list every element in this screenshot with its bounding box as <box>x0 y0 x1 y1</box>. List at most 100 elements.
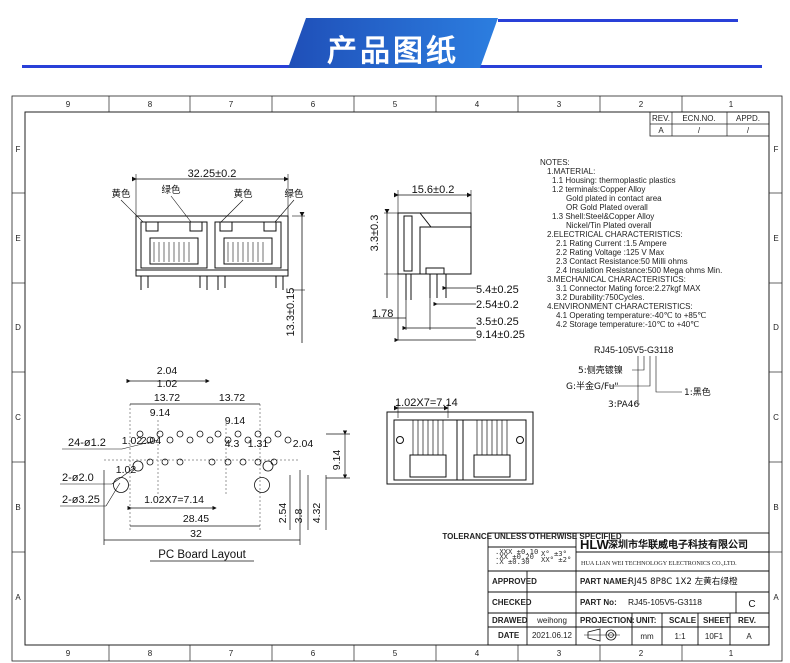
front-width-dim: 32.25±0.2 <box>188 168 237 180</box>
unit-label: UNIT: <box>636 616 656 625</box>
pcb-dim: 2.04 <box>141 435 162 447</box>
grid-letter: D <box>773 323 779 332</box>
rev-letter: C <box>748 599 755 610</box>
note-line: 2.2 Rating Voltage :125 V Max <box>556 248 664 257</box>
led-label-yellow-left: 黄色 <box>111 188 131 200</box>
drawing-frame <box>11 95 783 662</box>
grid-number: 6 <box>311 100 316 109</box>
grid-number: 6 <box>311 649 316 658</box>
note-line: 4.1 Operating temperature:-40℃ to +85℃ <box>556 311 706 320</box>
banner: 产品图纸 <box>0 0 790 92</box>
side-dim-d: 3.5±0.25 <box>476 316 519 328</box>
grid-number: 8 <box>148 649 153 658</box>
pcb-dim: 1.31 <box>248 438 269 450</box>
note-line: 4.ENVIRONMENT CHARACTERISTICS: <box>547 302 693 311</box>
note-line: 3.2 Durability:750Cycles. <box>556 293 644 302</box>
scale-label: SCALE <box>669 616 697 625</box>
company-logo: HLW <box>580 537 610 552</box>
part-name-value: RJ45 8P8C 1X2 左黄右绿橙 <box>628 575 738 587</box>
note-line: 2.1 Rating Current :1.5 Ampere <box>556 239 667 248</box>
callout-1: 1:黑色 <box>684 386 711 398</box>
revision-table: REV. ECN.NO. APPD. A / / <box>649 111 770 137</box>
pcb-dim: 1.02 <box>116 464 137 476</box>
callout-3: 3:PA46 <box>608 400 639 410</box>
grid-zone-ticks <box>12 96 782 661</box>
scale-value: 1:1 <box>674 632 686 641</box>
grid-number: 5 <box>393 100 398 109</box>
side-dim-e: 9.14±0.25 <box>476 329 525 341</box>
pcb-dim: 1.02X7=7.14 <box>144 494 204 506</box>
led-label-green-left: 绿色 <box>161 184 181 196</box>
notes: NOTES: 1.MATERIAL: 1.1 Housing: thermopl… <box>540 158 722 329</box>
pcb-dim: 13.72 <box>154 392 180 404</box>
pcb-dim: 28.45 <box>183 513 209 525</box>
grid-letter: F <box>774 145 779 154</box>
note-line: 3.1 Connector Mating force:2.27kgf MAX <box>556 284 701 293</box>
part-no-value: RJ45-105V5-G3118 <box>628 597 702 607</box>
pcb-dim: 9.14 <box>331 450 343 471</box>
side-view: 15.6±0.2 3.3±0.3 5.4±0.25 <box>369 184 525 343</box>
pcb-dim: 13.72 <box>219 392 245 404</box>
grid-number: 8 <box>148 100 153 109</box>
grid-letters-right: F E D C B A <box>773 145 779 602</box>
pcb-dim: 2.04 <box>293 438 314 450</box>
bottom-view: 1.02X7=7.14 <box>386 397 534 485</box>
drawer-value: weihong <box>536 616 567 625</box>
tolerance: X° ±3° <box>541 549 567 558</box>
grid-number: 4 <box>475 649 480 658</box>
note-line: 2.4 Insulation Resistance:500 Mega ohms … <box>556 266 722 275</box>
projection-label: PROJECTION: <box>580 616 635 625</box>
callout-5: 5:侧壳镀镍 <box>578 364 623 376</box>
tolerance-title: TOLERANCE UNLESS OTHERWISE SPECIFIED <box>442 532 622 541</box>
note-line: Gold plated in contact area <box>566 194 662 203</box>
company-name-en: HUA LIAN WEI TECHNOLOGY ELECTRONICS CO.,… <box>581 560 737 567</box>
callout-g: G:半金G/Fu" <box>566 380 619 392</box>
grid-letter: E <box>773 234 778 243</box>
grid-letters-left: F E D C B A <box>15 145 21 602</box>
date-label: DATE <box>498 631 520 640</box>
note-line: 2.3 Contact Resistance:50 Milli ohms <box>556 257 688 266</box>
grid-number: 3 <box>557 100 562 109</box>
company-name-cn: 深圳市华联威电子科技有限公司 <box>608 538 748 551</box>
pcb-dim: 1.02 <box>157 378 178 390</box>
side-height-dim: 3.3±0.3 <box>369 215 381 252</box>
grid-number: 7 <box>229 100 234 109</box>
pcb-dim: 1.02 <box>122 435 143 447</box>
grid-number: 9 <box>66 100 71 109</box>
pcb-dim: 4.3 <box>225 438 240 450</box>
grid-letter: A <box>773 593 779 602</box>
note-line: 1.1 Housing: thermoplastic plastics <box>552 176 676 185</box>
grid-number: 4 <box>475 100 480 109</box>
grid-number: 5 <box>393 649 398 658</box>
grid-letter: B <box>15 503 20 512</box>
grid-letter: F <box>16 145 21 154</box>
banner-box: 产品图纸 <box>288 18 498 68</box>
side-dim-a: 5.4±0.25 <box>476 284 519 296</box>
ecn-value: / <box>698 126 701 135</box>
appd-value: / <box>747 126 750 135</box>
pcb-dim: 2.54 <box>277 503 289 524</box>
front-view: 32.25±0.2 黄色 绿色 黄色 绿色 <box>111 168 305 343</box>
sheet-label: SHEET <box>703 616 730 625</box>
pcb-hole-callout: 2-ø3.25 <box>62 494 100 506</box>
note-line: NOTES: <box>540 158 570 167</box>
pcb-dim: 9.14 <box>150 407 171 419</box>
ecn-header: ECN.NO. <box>682 114 715 123</box>
drawed-label: DRAWED <box>492 616 528 625</box>
led-label-yellow-right: 黄色 <box>233 188 253 200</box>
pcb-dim: 4.32 <box>311 503 323 524</box>
approved-label: APPROVED <box>492 577 537 586</box>
tolerance: XX° ±2° <box>541 555 571 564</box>
tolerance: .XX ±0.20 <box>495 552 534 561</box>
note-line: 1.2 terminals:Copper Alloy <box>552 185 645 194</box>
pcb-dim: 32 <box>190 528 202 540</box>
grid-number: 1 <box>729 649 734 658</box>
note-line: 1.MATERIAL: <box>547 167 595 176</box>
pcb-dim: 9.14 <box>225 415 246 427</box>
grid-letter: A <box>15 593 21 602</box>
title-block: TOLERANCE UNLESS OTHERWISE SPECIFIED .XX… <box>442 532 770 646</box>
rev-value: A <box>658 126 664 135</box>
grid-letter: E <box>15 234 20 243</box>
pcb-layout-title: PC Board Layout <box>158 549 246 561</box>
grid-number: 7 <box>229 649 234 658</box>
